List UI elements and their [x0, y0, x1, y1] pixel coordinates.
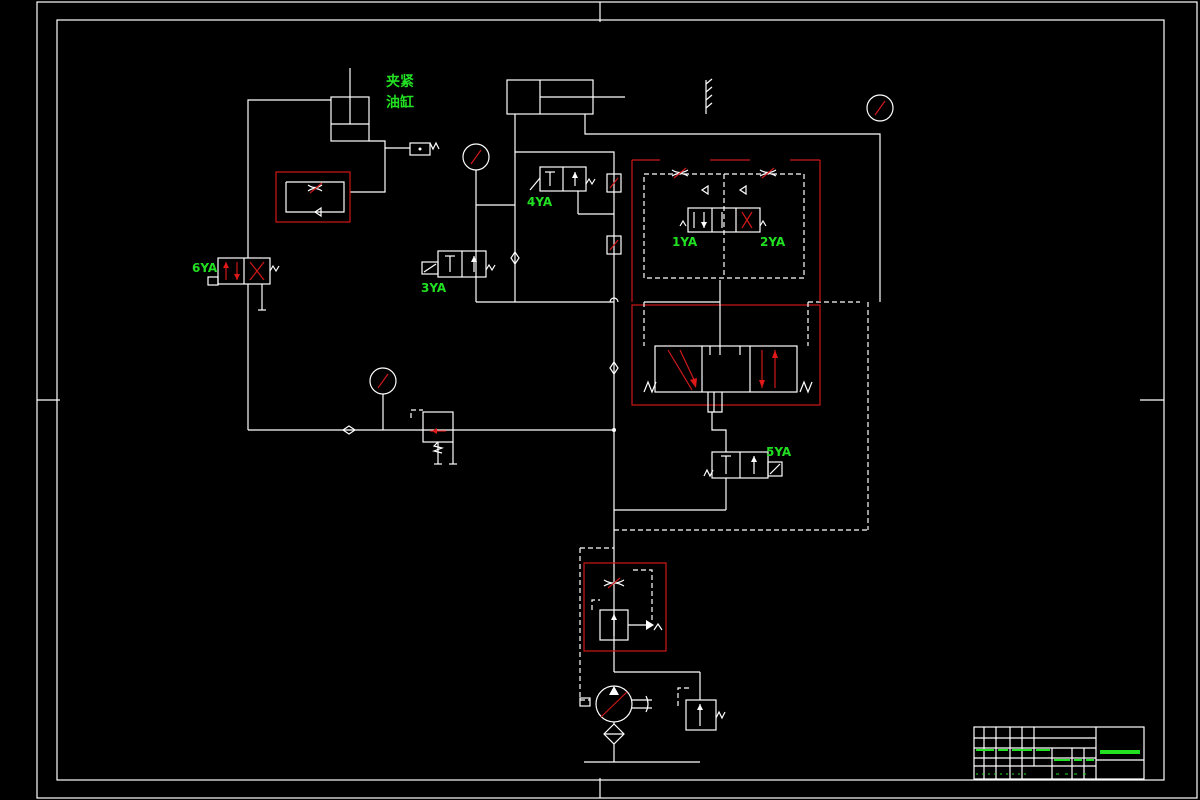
pressure-gauge-middle: [462, 143, 490, 302]
relief-valve-pump: [583, 562, 667, 652]
solenoid-valve-4ya: 4YA: [527, 166, 596, 209]
solenoid-valve-6ya: 6YA: [192, 257, 280, 311]
solenoid-valve-3ya: 3YA: [421, 250, 496, 295]
oil-filter: [603, 723, 625, 745]
pressure-switch: [385, 141, 440, 156]
pilot-valve-assembly: 1YA 2YA: [631, 159, 821, 302]
sol-3ya-label: 3YA: [421, 281, 447, 295]
throttle-valves: [606, 173, 622, 255]
pressure-gauge-right: [866, 94, 894, 122]
main-directional-valve: [631, 304, 821, 413]
work-cylinder: [506, 78, 713, 115]
title-block: [973, 726, 1145, 780]
clamp-cylinder-label-2: 油缸: [386, 94, 414, 111]
relief-valve-main: [677, 687, 726, 731]
sol-4ya-label: 4YA: [527, 195, 553, 209]
pressure-reducing-valve: [410, 409, 457, 465]
sheet-frame: [36, 1, 1198, 799]
sol-2ya-label: 2YA: [760, 235, 786, 249]
sol-6ya-label: 6YA: [192, 261, 218, 275]
hydraulic-pump: [579, 685, 652, 723]
pressure-gauge-left: [369, 367, 397, 430]
solenoid-valve-5ya: 5YA: [703, 445, 792, 479]
throttle-check-valve-left: [275, 171, 351, 223]
clamp-cylinder: 夹紧 油缸: [330, 68, 414, 142]
clamp-cylinder-label-1: 夹紧: [386, 73, 414, 90]
sol-5ya-label: 5YA: [766, 445, 792, 459]
sol-1ya-label: 1YA: [672, 235, 698, 249]
